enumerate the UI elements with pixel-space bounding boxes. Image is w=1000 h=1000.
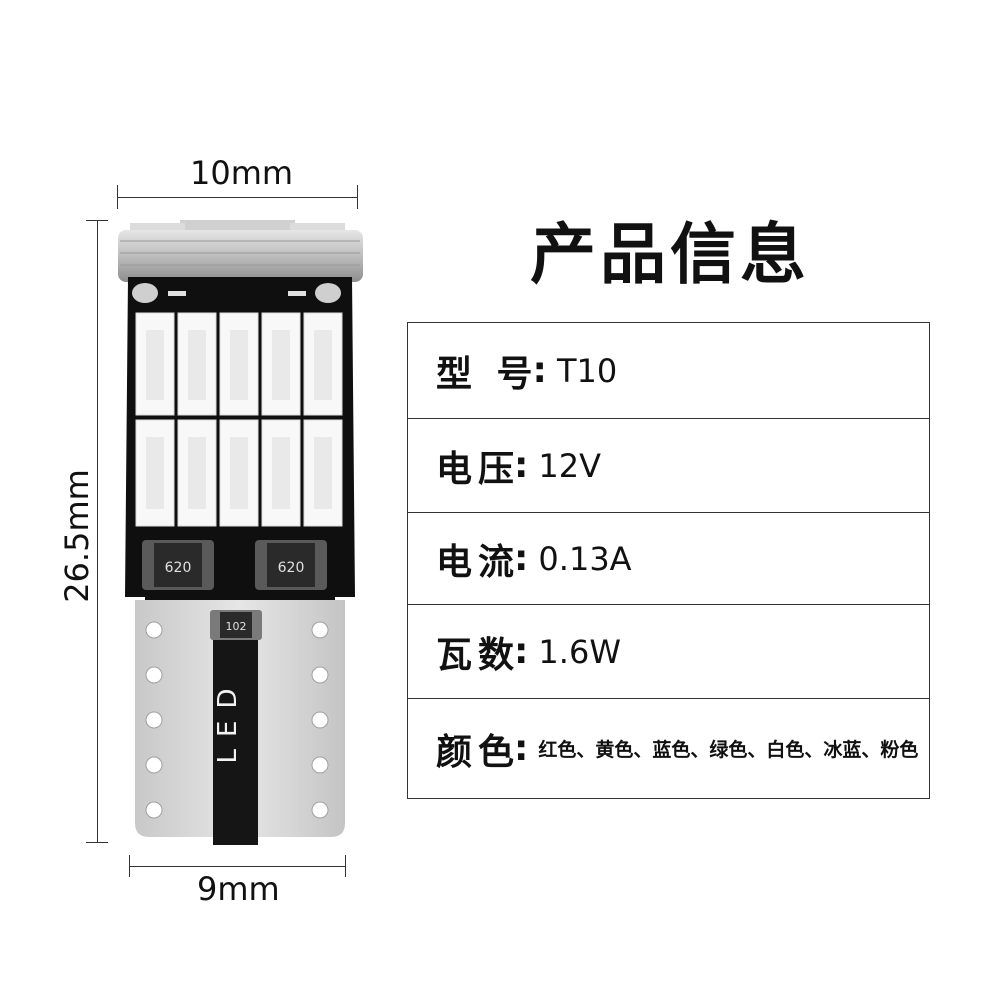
spec-colon: : bbox=[532, 350, 547, 391]
spec-table: 型 号: T10 电压: 12V 电流: 0.13A 瓦数: 1.6W 颜色: … bbox=[407, 322, 930, 799]
dimension-line-left bbox=[97, 220, 98, 842]
dimension-line-top bbox=[117, 197, 357, 198]
resistor-left: 620 bbox=[142, 540, 214, 590]
dimension-line-bottom bbox=[129, 866, 345, 867]
dimension-tick-top-right bbox=[357, 185, 358, 209]
dimension-tick-top-left bbox=[117, 185, 118, 209]
spec-label: 电压 bbox=[436, 448, 521, 490]
svg-text:620: 620 bbox=[165, 560, 192, 576]
spec-value: 红色、黄色、蓝色、绿色、白色、冰蓝、粉色 bbox=[538, 739, 919, 761]
spec-label: 瓦数 bbox=[436, 634, 521, 676]
spec-colon: : bbox=[514, 728, 529, 769]
spec-row-current: 电流: 0.13A bbox=[408, 513, 929, 605]
spec-value: 1.6W bbox=[538, 632, 621, 671]
spec-colon: : bbox=[514, 445, 529, 486]
spec-colon: : bbox=[514, 631, 529, 672]
spec-label: 电流 bbox=[436, 541, 521, 583]
dimension-tick-bottom-right bbox=[345, 855, 346, 877]
resistor-base: 102 bbox=[210, 610, 262, 640]
spec-colon: : bbox=[514, 538, 529, 579]
spec-row-color: 颜色: 红色、黄色、蓝色、绿色、白色、冰蓝、粉色 bbox=[408, 699, 929, 798]
spec-label: 颜色 bbox=[436, 731, 521, 773]
resistor-right: 620 bbox=[255, 540, 327, 590]
svg-text:102: 102 bbox=[226, 620, 247, 633]
dimension-tick-left-top bbox=[86, 220, 108, 221]
dimension-top-width: 10mm bbox=[190, 154, 294, 192]
spec-row-voltage: 电压: 12V bbox=[408, 419, 929, 513]
spec-label: 型 号 bbox=[436, 353, 539, 395]
led-chip-grid bbox=[135, 312, 343, 527]
contact-dots bbox=[145, 621, 329, 819]
spec-value: T10 bbox=[556, 351, 618, 390]
spec-row-wattage: 瓦数: 1.6W bbox=[408, 605, 929, 699]
dimension-tick-left-bottom bbox=[86, 842, 108, 843]
svg-text:620: 620 bbox=[278, 560, 305, 576]
page-title: 产品信息 bbox=[530, 216, 810, 293]
heatsink-cap bbox=[118, 220, 363, 282]
dimension-bottom-width: 9mm bbox=[197, 870, 280, 908]
led-bulb-illustration: 620 620 102 LED bbox=[118, 220, 363, 845]
dimension-tick-bottom-left bbox=[129, 855, 130, 877]
led-base-text: LED bbox=[213, 677, 243, 764]
spec-row-model: 型 号: T10 bbox=[408, 323, 929, 419]
spec-value: 12V bbox=[538, 446, 602, 485]
dimension-height: 26.5mm bbox=[58, 469, 96, 603]
spec-value: 0.13A bbox=[538, 539, 632, 578]
